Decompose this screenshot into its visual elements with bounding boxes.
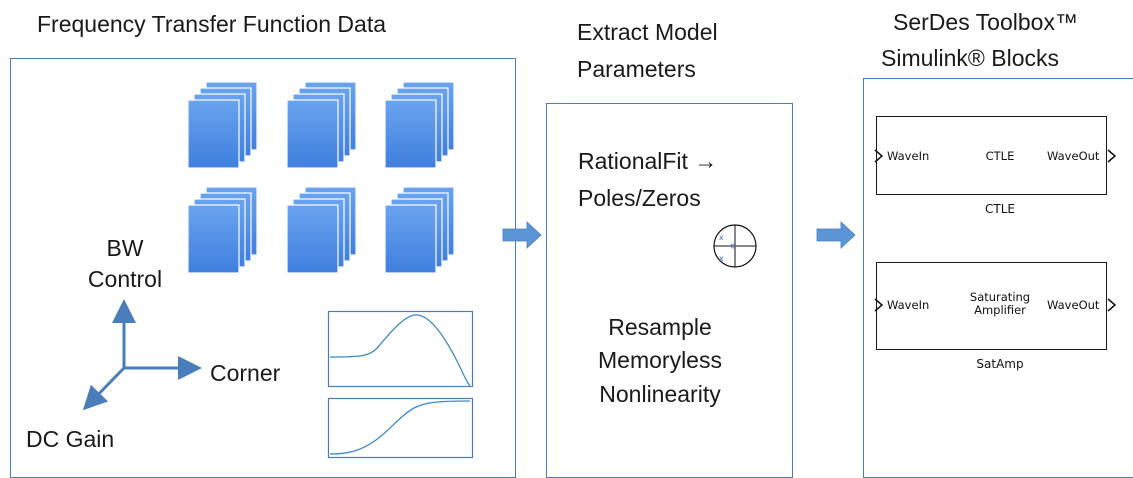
ctle-center-label: CTLE [985,149,1015,163]
satamp-center-line2: Amplifier [974,303,1026,317]
satamp-center-line1: Saturating [969,290,1031,304]
satamp-output-port [1107,298,1117,312]
resample-line2: Memoryless [598,347,722,373]
lowpass-response-plot [327,397,474,459]
svg-text:x: x [719,233,724,242]
satamp-in-label: WaveIn [887,298,930,312]
rationalfit-line1: RationalFit → [578,148,718,174]
extract-title-line1: Extract Model [577,19,718,45]
ctle-in-label: WaveIn [887,149,930,163]
dc-gain-label: DC Gain [26,426,115,452]
serdes-title-line2: Simulink® Blocks [881,45,1059,71]
ctle-out-label: WaveOut [1047,149,1100,163]
extract-title-line2: Parameters [577,56,696,82]
resample-line1: Resample [608,314,712,340]
svg-text:x: x [719,254,724,263]
pole-zero-icon: x x [713,224,757,268]
corner-label: Corner [210,360,281,386]
satamp-input-port [874,298,884,312]
ctle-block[interactable] [876,116,1107,195]
flow-arrow-2 [816,221,856,249]
satamp-caption: SatAmp [976,357,1024,371]
rationalfit-line2: Poles/Zeros [578,185,701,211]
satamp-block[interactable] [876,262,1107,350]
ctle-input-port [874,149,884,163]
ctle-output-port [1107,149,1117,163]
resample-line3: Nonlinearity [599,381,721,407]
peaking-response-plot [327,310,474,388]
flow-arrow-1 [502,221,542,249]
data-title: Frequency Transfer Function Data [37,11,386,37]
bw-label-line1: BW [106,235,144,261]
bw-label-line2: Control [87,266,163,292]
serdes-title-line1: SerDes Toolbox™ [893,9,1078,35]
satamp-out-label: WaveOut [1047,298,1100,312]
ctle-caption: CTLE [985,202,1015,216]
